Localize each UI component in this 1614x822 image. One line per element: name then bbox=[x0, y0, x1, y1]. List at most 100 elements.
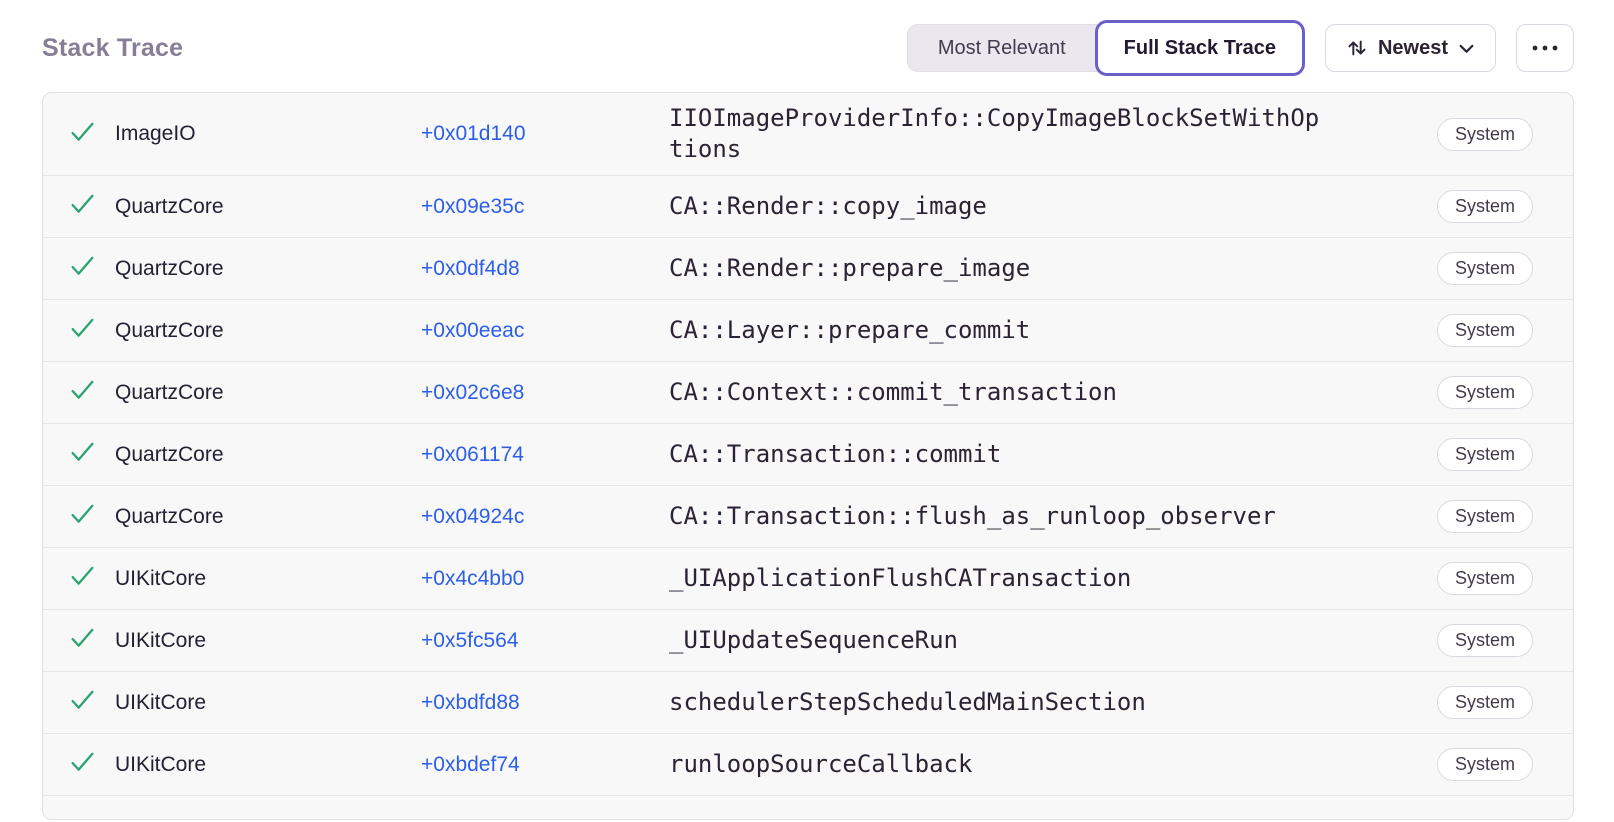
frame-function-text: CA::Layer::prepare_commit bbox=[669, 316, 1031, 345]
frame-function-text: schedulerStepScheduledMainSection bbox=[669, 688, 1146, 717]
system-badge: System bbox=[1436, 117, 1533, 151]
view-toggle: Most Relevant Full Stack Trace bbox=[906, 20, 1305, 76]
frame-status bbox=[69, 750, 99, 779]
frame-badge-cell: System bbox=[1436, 562, 1533, 596]
frame-badge-cell: System bbox=[1436, 117, 1533, 151]
frame-address-link[interactable]: +0x061174 bbox=[421, 442, 524, 466]
table-row[interactable]: ImageIO +0x01d140 IIOImageProviderInfo::… bbox=[43, 93, 1573, 175]
system-badge: System bbox=[1436, 314, 1533, 348]
frame-status bbox=[69, 192, 99, 221]
table-row[interactable]: QuartzCore +0x0df4d8 CA::Render::prepare… bbox=[43, 237, 1573, 299]
table-row[interactable]: QuartzCore +0x02c6e8 CA::Context::commit… bbox=[43, 361, 1573, 423]
table-row[interactable]: QuartzCore +0x061174 CA::Transaction::co… bbox=[43, 423, 1573, 485]
check-icon bbox=[69, 120, 96, 149]
chevron-down-icon bbox=[1458, 40, 1475, 57]
frame-function-text: runloopSourceCallback bbox=[669, 750, 973, 779]
frame-badge-cell: System bbox=[1436, 624, 1533, 658]
toggle-most-relevant[interactable]: Most Relevant bbox=[937, 36, 1066, 59]
frame-status bbox=[69, 626, 99, 655]
system-badge: System bbox=[1436, 562, 1533, 596]
frame-badge-cell: System bbox=[1436, 438, 1533, 472]
check-icon bbox=[69, 378, 96, 407]
frame-function: _UIUpdateSequenceRun bbox=[669, 625, 1421, 656]
check-icon bbox=[69, 564, 96, 593]
frame-address-link[interactable]: +0xbdef74 bbox=[421, 752, 520, 776]
system-badge: System bbox=[1436, 190, 1533, 224]
sort-newest-button[interactable]: Newest bbox=[1324, 24, 1496, 72]
frame-function: _UIApplicationFlushCATransaction bbox=[669, 563, 1421, 594]
frame-function-text: _UIApplicationFlushCATransaction bbox=[669, 564, 1132, 593]
frame-function: CA::Render::prepare_image bbox=[669, 253, 1421, 284]
stack-trace-table: ImageIO +0x01d140 IIOImageProviderInfo::… bbox=[42, 92, 1574, 821]
system-badge: System bbox=[1436, 686, 1533, 720]
frame-status bbox=[69, 120, 99, 149]
frame-module: QuartzCore bbox=[115, 442, 224, 466]
ellipsis-icon bbox=[1530, 44, 1560, 52]
frame-module: QuartzCore bbox=[115, 504, 224, 528]
check-icon bbox=[69, 688, 96, 717]
frame-function: CA::Layer::prepare_commit bbox=[669, 315, 1421, 346]
frame-status bbox=[69, 316, 99, 345]
frame-status bbox=[69, 378, 99, 407]
frame-function: CA::Transaction::flush_as_runloop_observ… bbox=[669, 501, 1421, 532]
frame-badge-cell: System bbox=[1436, 686, 1533, 720]
frame-function-text: CA::Transaction::flush_as_runloop_observ… bbox=[669, 502, 1276, 531]
frame-address-link[interactable]: +0x00eeac bbox=[421, 318, 525, 342]
check-icon bbox=[69, 192, 96, 221]
table-row[interactable]: QuartzCore +0x09e35c CA::Render::copy_im… bbox=[43, 175, 1573, 237]
frame-function: CA::Transaction::commit bbox=[669, 439, 1421, 470]
frame-function-text: CA::Transaction::commit bbox=[669, 440, 1002, 469]
frame-badge-cell: System bbox=[1436, 748, 1533, 782]
check-icon bbox=[69, 750, 96, 779]
frame-status bbox=[69, 564, 99, 593]
frame-module: UIKitCore bbox=[115, 566, 207, 590]
frame-address-link[interactable]: +0x0df4d8 bbox=[421, 256, 520, 280]
sort-label: Newest bbox=[1377, 36, 1448, 59]
frame-module: QuartzCore bbox=[115, 380, 224, 404]
frame-address-link[interactable]: +0x09e35c bbox=[421, 194, 525, 218]
system-badge: System bbox=[1436, 624, 1533, 658]
table-row[interactable]: QuartzCore +0x00eeac CA::Layer::prepare_… bbox=[43, 299, 1573, 361]
table-row-partial bbox=[43, 795, 1573, 819]
more-options-button[interactable] bbox=[1516, 24, 1574, 72]
frame-module: QuartzCore bbox=[115, 256, 224, 280]
table-row[interactable]: QuartzCore +0x04924c CA::Transaction::fl… bbox=[43, 485, 1573, 547]
frame-badge-cell: System bbox=[1436, 190, 1533, 224]
table-row[interactable]: UIKitCore +0xbdef74 runloopSourceCallbac… bbox=[43, 733, 1573, 795]
system-badge: System bbox=[1436, 500, 1533, 534]
check-icon bbox=[69, 316, 96, 345]
frame-function-text: CA::Render::prepare_image bbox=[669, 254, 1031, 283]
system-badge: System bbox=[1436, 376, 1533, 410]
frame-status bbox=[69, 688, 99, 717]
table-row[interactable]: UIKitCore +0xbdfd88 schedulerStepSchedul… bbox=[43, 671, 1573, 733]
frame-status bbox=[69, 440, 99, 469]
panel-header: Stack Trace Most Relevant Full Stack Tra… bbox=[42, 16, 1574, 80]
check-icon bbox=[69, 502, 96, 531]
toggle-full-stack-trace[interactable]: Full Stack Trace bbox=[1094, 20, 1305, 76]
frame-address-link[interactable]: +0x04924c bbox=[421, 504, 525, 528]
frame-status bbox=[69, 502, 99, 531]
system-badge: System bbox=[1436, 252, 1533, 286]
frame-badge-cell: System bbox=[1436, 376, 1533, 410]
frame-address-link[interactable]: +0x02c6e8 bbox=[421, 380, 525, 404]
frame-function: CA::Context::commit_transaction bbox=[669, 377, 1421, 408]
frame-address-link[interactable]: +0x4c4bb0 bbox=[421, 566, 525, 590]
frame-function-text: CA::Render::copy_image bbox=[669, 192, 987, 221]
frame-status bbox=[69, 254, 99, 283]
frame-function: CA::Render::copy_image bbox=[669, 191, 1421, 222]
frame-address-link[interactable]: +0x01d140 bbox=[421, 122, 526, 146]
frame-module: QuartzCore bbox=[115, 318, 224, 342]
frame-address-link[interactable]: +0xbdfd88 bbox=[421, 690, 520, 714]
page-title: Stack Trace bbox=[42, 33, 184, 62]
table-row[interactable]: UIKitCore +0x5fc564 _UIUpdateSequenceRun… bbox=[43, 609, 1573, 671]
table-row[interactable]: UIKitCore +0x4c4bb0 _UIApplicationFlushC… bbox=[43, 547, 1573, 609]
check-icon bbox=[69, 254, 96, 283]
frame-badge-cell: System bbox=[1436, 314, 1533, 348]
frame-function: schedulerStepScheduledMainSection bbox=[669, 687, 1421, 718]
frame-function: IIOImageProviderInfo::CopyImageBlockSetW… bbox=[669, 103, 1421, 165]
frame-module: QuartzCore bbox=[115, 194, 224, 218]
frame-address-link[interactable]: +0x5fc564 bbox=[421, 628, 519, 652]
system-badge: System bbox=[1436, 438, 1533, 472]
header-controls: Most Relevant Full Stack Trace Newest bbox=[906, 20, 1574, 76]
